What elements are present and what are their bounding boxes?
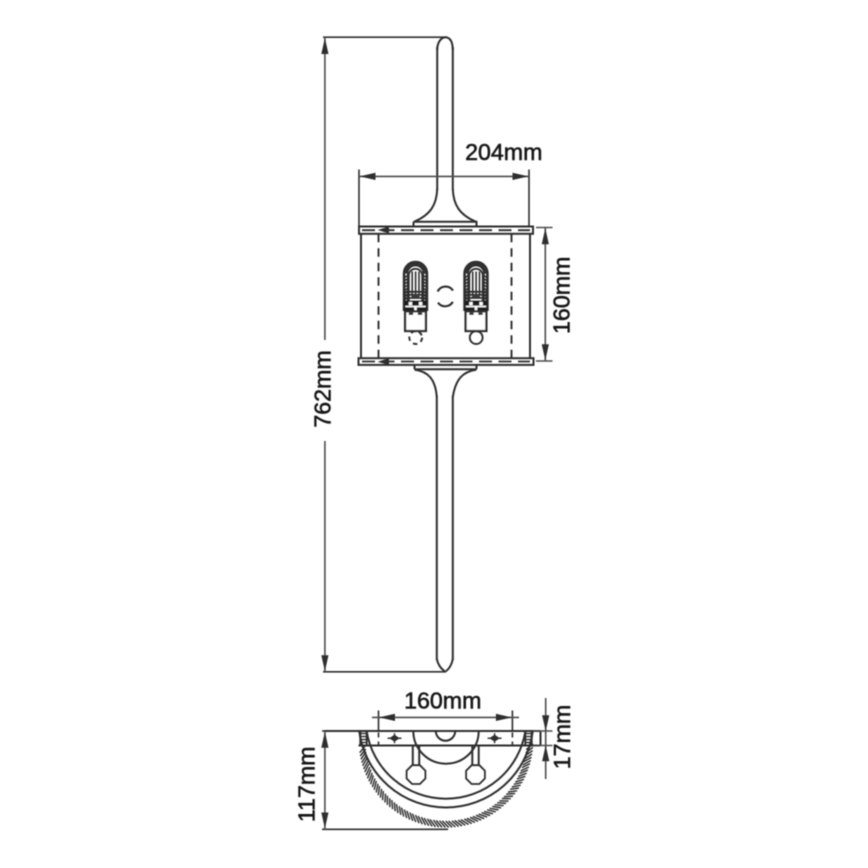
svg-text:160mm: 160mm (404, 688, 481, 714)
svg-text:204mm: 204mm (465, 139, 542, 165)
svg-text:762mm: 762mm (310, 350, 336, 427)
svg-text:117mm: 117mm (294, 746, 320, 822)
svg-text:160mm: 160mm (549, 257, 575, 334)
svg-text:17mm: 17mm (549, 705, 575, 769)
